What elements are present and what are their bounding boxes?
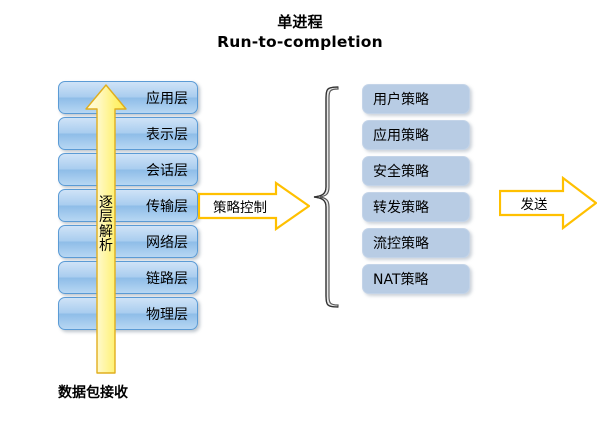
layer-label: 应用层	[146, 90, 188, 107]
layer-box-datalink[interactable]: 链路层	[58, 261, 198, 294]
policy-label: 流控策略	[373, 236, 429, 252]
parse-char-2: 层	[99, 209, 113, 226]
layer-box-transport[interactable]: 传输层	[58, 189, 198, 222]
layer-parse-up-arrow-icon	[84, 84, 128, 374]
policy-box-security[interactable]: 安全策略	[362, 156, 470, 186]
layer-label: 传输层	[146, 198, 188, 215]
send-label: 发送	[520, 197, 548, 213]
title-line-run-to-completion: Run-to-completion	[217, 33, 383, 52]
layer-label: 物理层	[146, 306, 188, 323]
policy-list: 用户策略 应用策略 安全策略 转发策略 流控策略 NAT策略	[362, 84, 470, 300]
policy-control-right-arrow-icon	[198, 181, 310, 231]
layer-label: 表示层	[146, 126, 188, 143]
policy-box-forwarding[interactable]: 转发策略	[362, 192, 470, 222]
policy-label: 安全策略	[373, 164, 429, 180]
policy-label: 用户策略	[373, 92, 429, 108]
policy-box-flow-control[interactable]: 流控策略	[362, 228, 470, 258]
title-line-process: 单进程	[277, 13, 323, 31]
diagram-title: 单进程 Run-to-completion	[160, 12, 440, 53]
policy-label: 应用策略	[373, 128, 429, 144]
layer-box-application[interactable]: 应用层	[58, 81, 198, 114]
osi-layer-stack: 应用层 表示层 会话层 传输层 网络层 链路层 物理层	[58, 81, 198, 333]
layer-parse-arrow-label: 逐 层 解 析	[84, 196, 128, 253]
policy-label: NAT策略	[373, 272, 429, 288]
policy-label: 转发策略	[373, 200, 429, 216]
layer-label: 链路层	[146, 270, 188, 287]
policy-control-label: 策略控制	[213, 200, 267, 216]
policy-box-user[interactable]: 用户策略	[362, 84, 470, 114]
parse-char-1: 逐	[99, 195, 113, 211]
policy-box-nat[interactable]: NAT策略	[362, 264, 470, 294]
parse-char-3: 解	[99, 223, 113, 240]
layer-box-network[interactable]: 网络层	[58, 225, 198, 258]
layer-box-presentation[interactable]: 表示层	[58, 117, 198, 150]
layer-box-physical[interactable]: 物理层	[58, 297, 198, 330]
layer-label: 会话层	[146, 162, 188, 179]
policy-box-application[interactable]: 应用策略	[362, 120, 470, 150]
send-right-arrow-icon	[499, 176, 597, 230]
policy-group-brace-icon	[313, 85, 339, 309]
layer-label: 网络层	[146, 234, 188, 251]
layer-box-session[interactable]: 会话层	[58, 153, 198, 186]
parse-char-4: 析	[99, 237, 113, 254]
packet-receive-caption: 数据包接收	[58, 385, 128, 401]
